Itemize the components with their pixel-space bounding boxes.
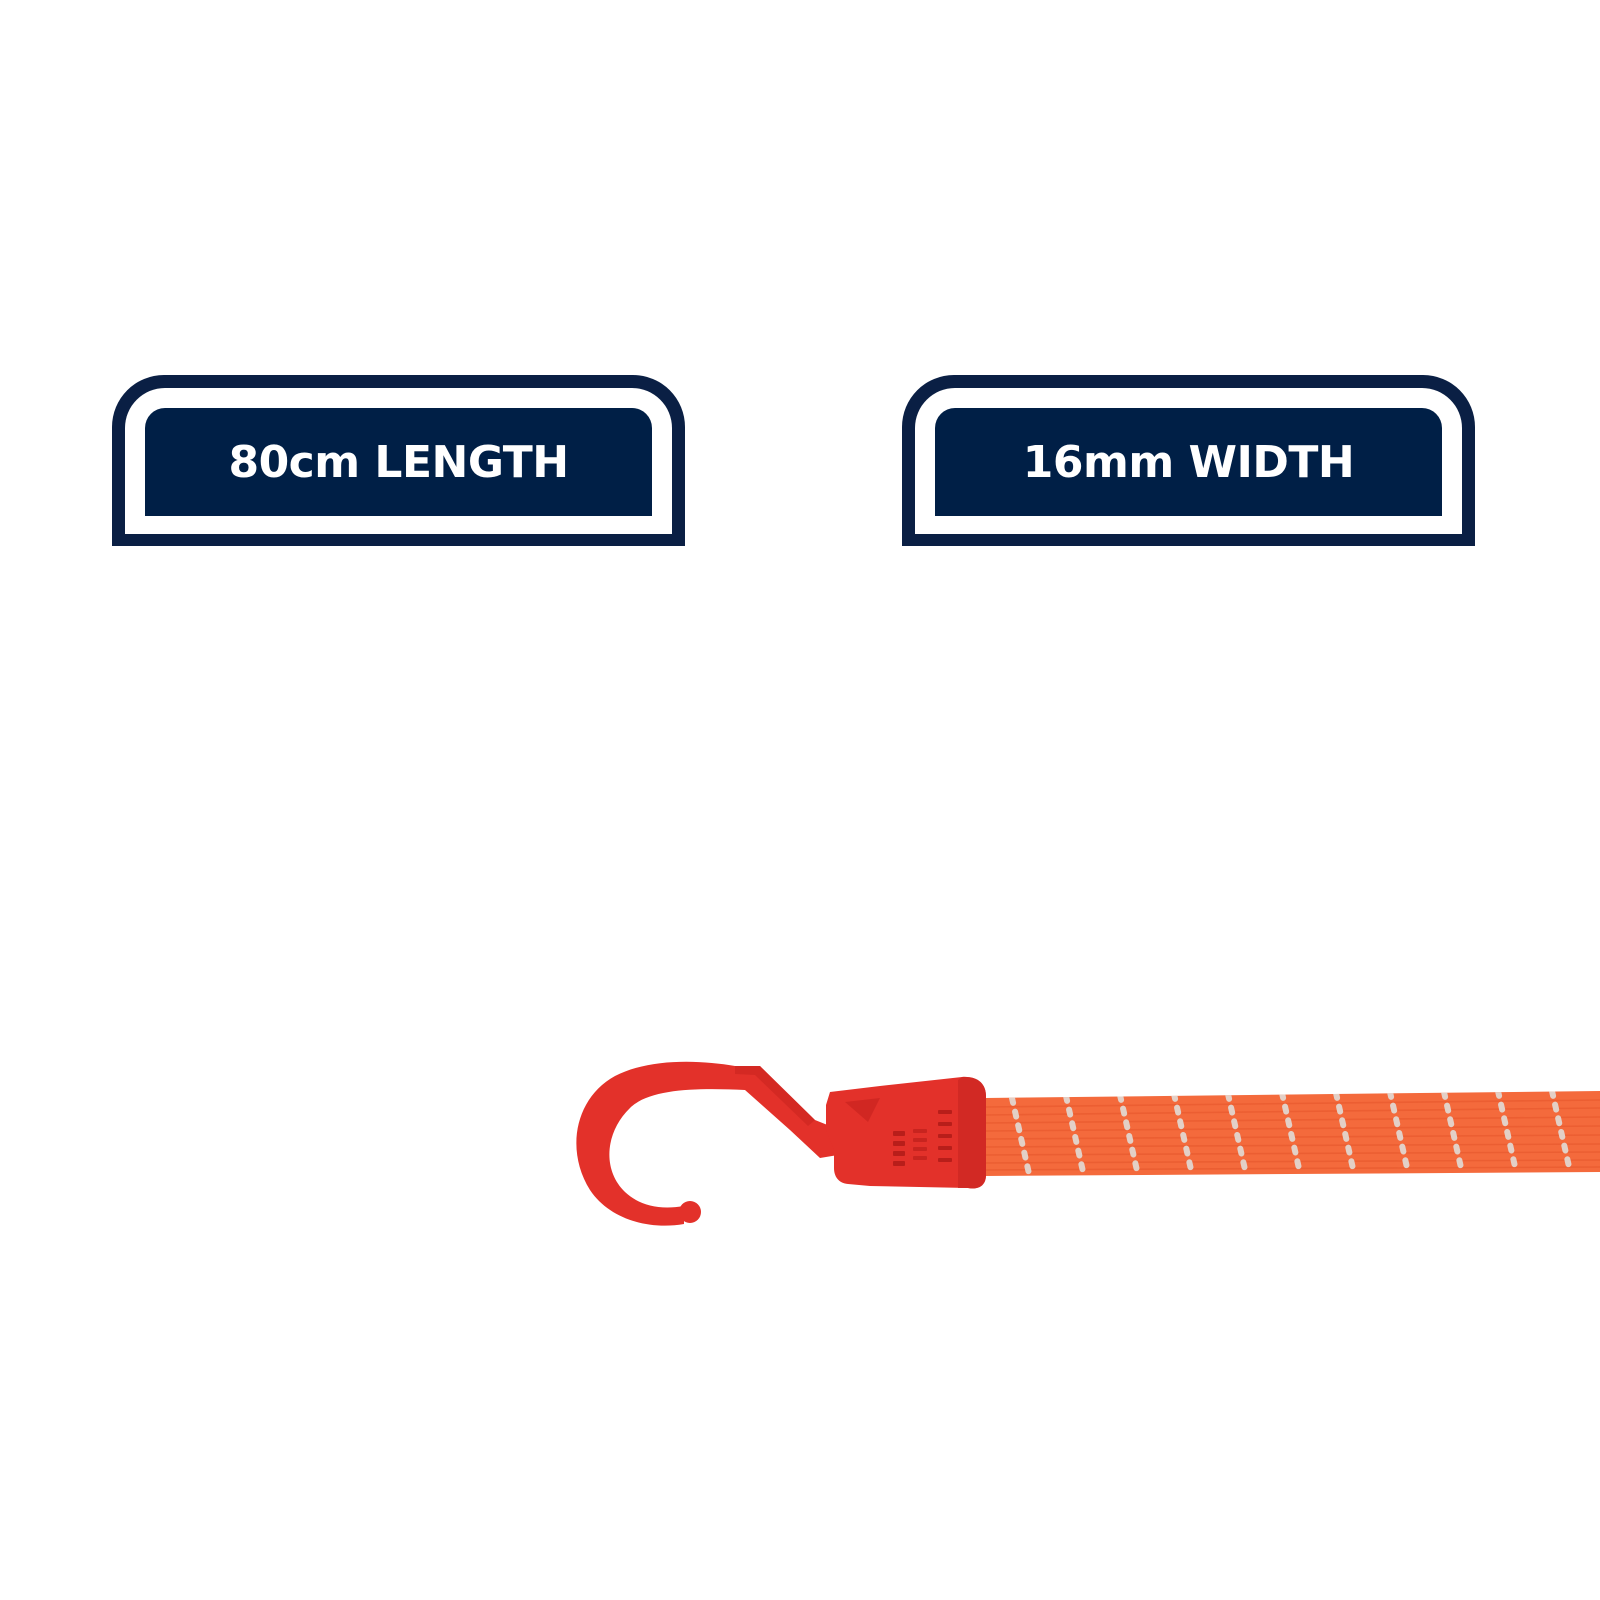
- badge-panel: 80cm LENGTH: [145, 408, 652, 516]
- width-badge: 16mm WIDTH: [902, 375, 1475, 546]
- length-label: 80cm LENGTH: [228, 436, 569, 488]
- strap-clamp: [826, 1076, 986, 1189]
- width-label: 16mm WIDTH: [1022, 436, 1355, 488]
- hook: [576, 1061, 838, 1226]
- badge-panel: 16mm WIDTH: [935, 408, 1442, 516]
- elastic-strap: [985, 1091, 1600, 1176]
- length-badge: 80cm LENGTH: [112, 375, 685, 546]
